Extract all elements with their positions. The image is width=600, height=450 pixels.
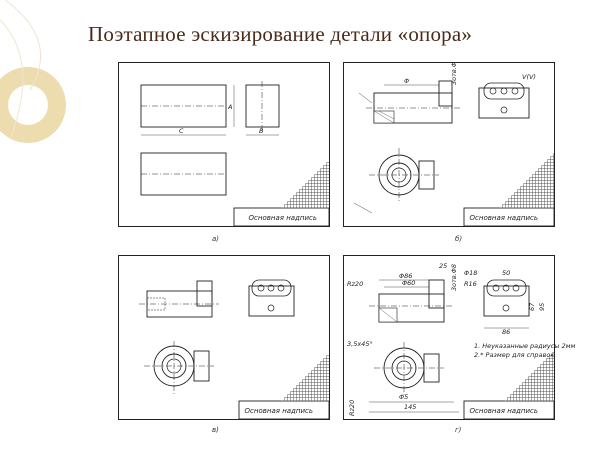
dim-b: B <box>259 127 264 135</box>
dim-phi5: Φ5 <box>399 393 408 401</box>
caption-g: г) <box>455 426 462 434</box>
dim-50: 50 <box>502 269 510 277</box>
dim-phi18: Φ18 <box>464 269 477 277</box>
title-block-b: Основная надпись <box>469 214 538 222</box>
dim-145: 145 <box>404 403 416 411</box>
dim-holes-g: 3отв.Φ8 <box>450 264 458 291</box>
dim-roughness-b: V(V) <box>522 73 536 81</box>
note-1: 1. Неуказанные радиусы 2мм <box>474 342 576 350</box>
caption-v: в) <box>212 426 219 434</box>
drawing-panel-a: C B A Основная надпись <box>118 62 330 227</box>
dim-a: A <box>227 103 232 111</box>
title-block-g: Основная надпись <box>469 407 538 415</box>
drawing-panel-b: Φ 3отв.Φ V(V) Основная надпись <box>343 62 555 227</box>
sketch-b: Φ 3отв.Φ V(V) <box>353 62 555 227</box>
slide-title: Поэтапное эскизирование детали «опора» <box>88 22 473 46</box>
caption-b: б) <box>455 235 463 243</box>
dim-phi60: Φ60 <box>402 279 415 287</box>
dim-phi-b: Φ <box>404 77 409 85</box>
dim-phi86: Φ86 <box>399 272 412 280</box>
dim-r16: R16 <box>464 280 477 288</box>
dim-rz20-a: Rz20 <box>347 280 363 288</box>
drawing-panel-g: Φ86 Φ60 Rz20 3,5x45° Rz20 Φ5 145 Φ18 50 … <box>343 255 576 420</box>
dim-holes-b: 3отв.Φ <box>450 62 458 85</box>
dim-c: C <box>179 127 184 135</box>
dim-86: 86 <box>502 328 510 336</box>
sketch-v <box>139 279 330 420</box>
dim-rz20-b: Rz20 <box>348 400 356 416</box>
title-block-a: Основная надпись <box>248 214 317 222</box>
dim-95: 95 <box>538 303 546 311</box>
drawing-panel-v: Основная надпись <box>118 255 330 420</box>
decorative-ring <box>0 0 66 143</box>
dim-67: 67 <box>528 302 536 311</box>
sketch-g: Φ86 Φ60 Rz20 3,5x45° Rz20 Φ5 145 Φ18 50 … <box>347 262 576 420</box>
sketch-a: C B A <box>140 81 330 227</box>
title-block-v: Основная надпись <box>244 407 313 415</box>
dim-25: 25 <box>439 262 447 270</box>
dim-chamfer: 3,5x45° <box>347 340 373 348</box>
note-2: 2.* Размер для справок <box>474 351 554 359</box>
caption-a: а) <box>212 235 220 243</box>
